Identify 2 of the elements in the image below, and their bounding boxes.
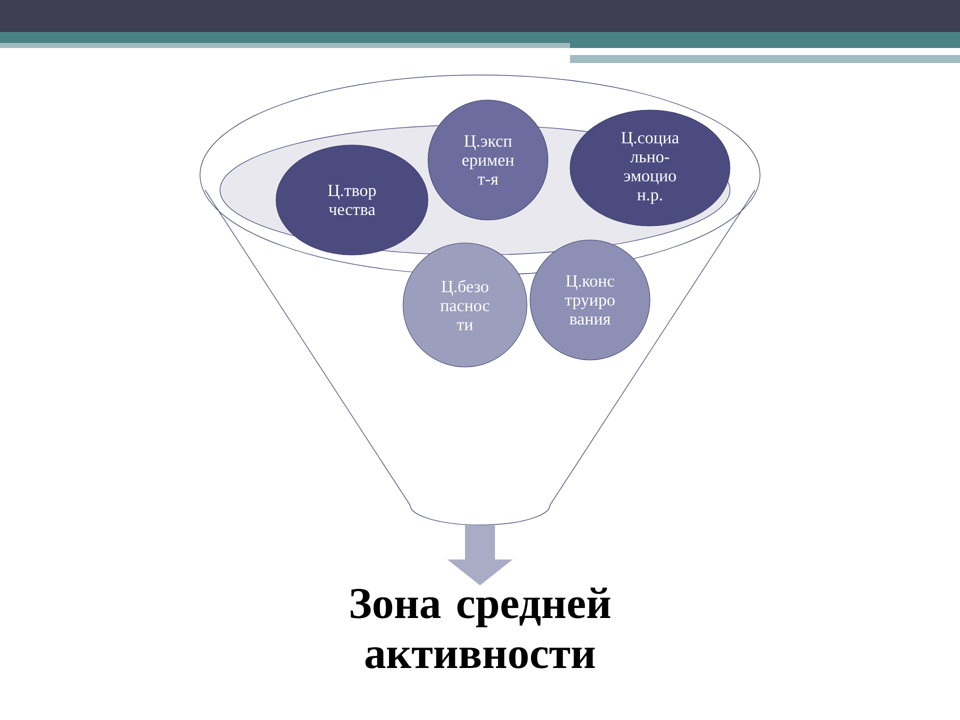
result-heading: Зона средней активности xyxy=(350,588,610,668)
funnel-shape xyxy=(200,74,760,526)
